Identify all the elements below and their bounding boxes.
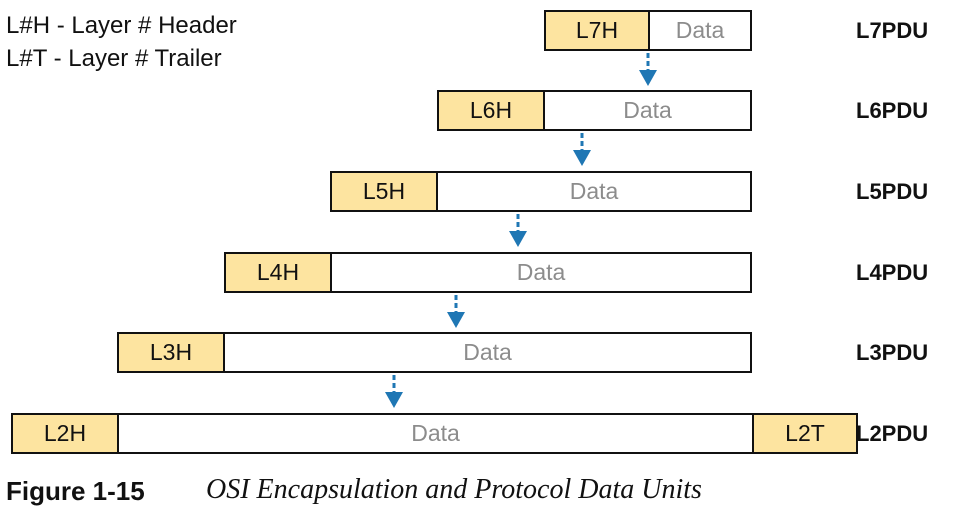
l6-pdu-label: L6PDU	[856, 98, 929, 123]
arrow-l3-to-l2	[385, 375, 403, 408]
l4-data: Data	[330, 252, 752, 293]
l3-pdu-label: L3PDU	[856, 340, 929, 365]
legend-header: L#H - Layer # Header	[6, 12, 237, 39]
caption-title: OSI Encapsulation and Protocol Data Unit…	[206, 474, 702, 505]
l5-pdu-label: L5PDU	[856, 179, 929, 204]
l6-header: L6H	[437, 90, 545, 131]
caption-number: Figure 1-15	[6, 476, 145, 506]
arrow-l6-to-l5	[573, 133, 591, 166]
legend-trailer: L#T - Layer # Trailer	[6, 45, 222, 72]
arrow-l5-to-l4	[509, 214, 527, 247]
l7-header: L7H	[544, 10, 650, 51]
arrow-l7-to-l6	[639, 53, 657, 86]
l3-data: Data	[223, 332, 752, 373]
l2-header: L2H	[11, 413, 119, 454]
l7-pdu-label: L7PDU	[856, 18, 929, 43]
l4-pdu-label: L4PDU	[856, 260, 929, 285]
l5-data: Data	[436, 171, 752, 212]
l2-data: Data	[117, 413, 754, 454]
arrow-l4-to-l3	[447, 295, 465, 328]
l7-data: Data	[648, 10, 752, 51]
l2-pdu-label: L2PDU	[856, 421, 929, 446]
l4-header: L4H	[224, 252, 332, 293]
l3-header: L3H	[117, 332, 225, 373]
l6-data: Data	[543, 90, 752, 131]
l2-trailer: L2T	[752, 413, 858, 454]
